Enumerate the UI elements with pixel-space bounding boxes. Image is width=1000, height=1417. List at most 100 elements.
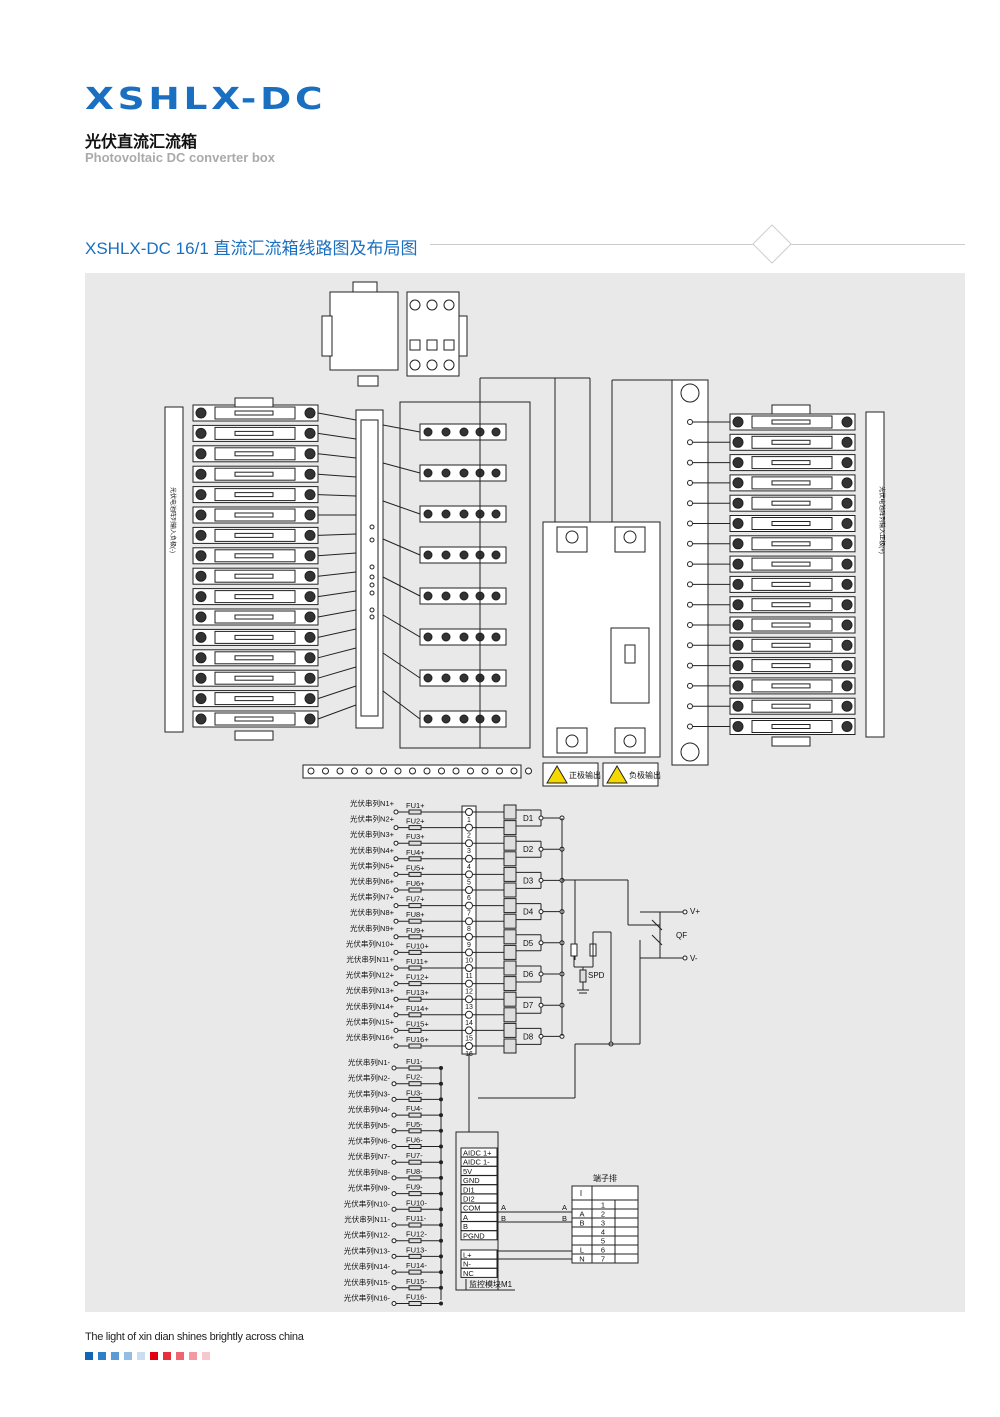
terminal-hole [438, 767, 445, 775]
terminal-hole [351, 767, 358, 775]
fuse-slot [771, 581, 811, 587]
pos-input-label: 光伏串列N7+ [350, 892, 395, 902]
neg-input-label: 光伏串列N14- [344, 1261, 391, 1271]
color-swatch [176, 1352, 184, 1360]
warning-icon [546, 765, 568, 784]
product-title-en: Photovoltaic DC converter box [85, 150, 275, 165]
junction [439, 1254, 443, 1259]
screw-icon [491, 714, 501, 724]
screw-icon [423, 427, 433, 437]
diode-node [538, 877, 544, 883]
screw-icon [841, 619, 853, 631]
fuse-symbol [408, 1269, 422, 1275]
neg-input-label: 光伏串列N16- [344, 1293, 391, 1303]
terminal-node [465, 932, 473, 941]
diode-frame [399, 401, 531, 749]
input-node [393, 934, 399, 940]
input-node [393, 1012, 399, 1018]
screw-icon [304, 550, 316, 562]
screw-icon [304, 468, 316, 480]
fuse-symbol [408, 1128, 422, 1134]
wire [317, 704, 357, 720]
terminal-number: 9 [467, 942, 471, 949]
bolt-icon [680, 742, 700, 762]
diode-symbol [503, 866, 517, 882]
terminal-node [465, 1010, 473, 1019]
fuse-slot [771, 724, 811, 729]
fuse-slot [234, 430, 274, 436]
screw-icon [491, 468, 501, 478]
module-pin-cell [460, 1267, 498, 1278]
footer-slogan: The light of xin dian shines brightly ac… [85, 1331, 304, 1343]
warning-text: 正极输出 [569, 770, 601, 780]
diode-label: D6 [523, 970, 534, 979]
breaker-contact [651, 919, 663, 946]
junction [439, 1175, 443, 1180]
fuse-slot [234, 410, 274, 416]
screw-icon [441, 509, 451, 519]
bus-hole [369, 607, 375, 613]
fuse-slot [234, 512, 274, 518]
pos-input-label: 光伏串列N3+ [350, 829, 395, 839]
module-pin-cell [460, 1230, 498, 1241]
screw-icon [841, 436, 853, 448]
terminal-node [465, 839, 473, 848]
diode-symbol [503, 1007, 517, 1023]
screw-icon [423, 550, 433, 560]
module-power-label: N- [463, 1260, 471, 1269]
neg-input-label: 光伏串列N6- [348, 1136, 391, 1146]
bus-hole [369, 564, 375, 570]
pos-input-label: 光伏串列N5+ [350, 860, 395, 870]
screw-icon [423, 509, 433, 519]
input-node [391, 1112, 397, 1118]
diode-label: D3 [523, 876, 534, 885]
module-pin-label: A [463, 1213, 468, 1222]
module-pin-label: 5V [463, 1167, 472, 1176]
screw-icon [491, 632, 501, 642]
fuse-symbol [408, 1065, 422, 1071]
screw-icon [841, 639, 853, 651]
diode-node [538, 909, 544, 915]
fuse-slot [234, 573, 274, 579]
screw-icon [195, 693, 207, 705]
wire [317, 647, 357, 659]
screw-icon [195, 468, 207, 480]
slot [409, 339, 421, 351]
brand-logo: XSHLX-DC [85, 82, 327, 117]
screw-icon [423, 673, 433, 683]
terminal-hole [380, 767, 387, 775]
breaker-handle [610, 627, 650, 704]
neg-fuse-label: FU14- [406, 1261, 427, 1270]
screw-icon [195, 529, 207, 541]
pos-input-label: 光伏串列N13+ [346, 985, 395, 995]
fuse-symbol [408, 1159, 422, 1165]
bus-hole [687, 500, 693, 507]
output-node [682, 909, 688, 915]
screw-icon [491, 550, 501, 560]
screw-icon [195, 448, 207, 460]
screw-icon [841, 660, 853, 672]
din-end [771, 736, 811, 747]
input-node [393, 871, 399, 877]
screw-icon [304, 591, 316, 603]
screw-icon [195, 570, 207, 582]
fuse-slot [771, 480, 811, 486]
diode-node [538, 940, 544, 946]
screw-icon [441, 591, 451, 601]
screw-icon [732, 416, 744, 428]
fuse-symbol [408, 825, 422, 831]
spd-fuse [570, 943, 578, 957]
junction [439, 1113, 443, 1118]
pos-input-label: 光伏串列N1+ [350, 798, 395, 808]
neg-fuse-label: FU5- [406, 1120, 423, 1129]
terminal-number: 13 [465, 1004, 473, 1011]
neg-input-label: 光伏串列N7- [348, 1151, 391, 1161]
fuse-symbol [408, 1027, 422, 1033]
fuse-slot [234, 532, 274, 538]
input-node [393, 1043, 399, 1049]
screw-icon [841, 457, 853, 469]
screw-icon [459, 673, 469, 683]
neg-input-label: 光伏串列N1- [348, 1057, 391, 1067]
terminal-node [465, 917, 473, 926]
screw-icon [841, 558, 853, 570]
